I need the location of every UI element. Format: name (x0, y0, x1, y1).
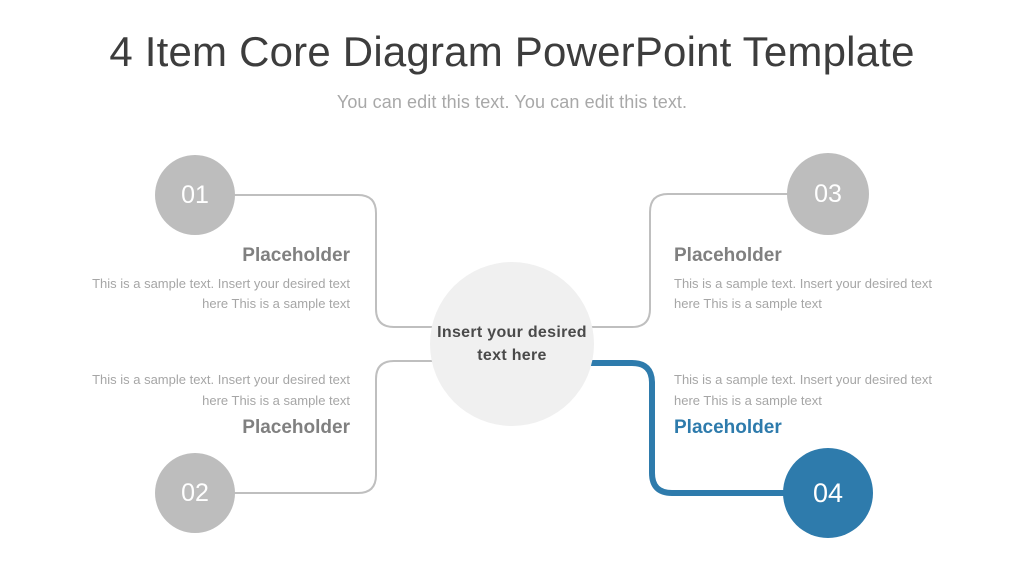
node-number-03: 03 (814, 179, 842, 208)
item-heading-03: Placeholder (674, 245, 782, 266)
item-body-04: This is a sample text. Insert your desir… (674, 372, 932, 408)
item-heading-01: Placeholder (242, 245, 350, 266)
item-body-03: This is a sample text. Insert your desir… (674, 275, 932, 312)
node-circle-04[interactable]: 04 (783, 448, 873, 538)
node-number-02: 02 (181, 478, 209, 507)
center-hub-label: Insert your desired text here (437, 323, 587, 364)
item-text-block-01: Placeholder This is a sample text. Inser… (80, 244, 350, 315)
node-circle-02[interactable]: 02 (155, 453, 235, 533)
node-circle-01[interactable]: 01 (155, 155, 235, 235)
page-subtitle: You can edit this text. You can edit thi… (336, 92, 688, 112)
item-body-01: This is a sample text. Insert your desir… (92, 275, 350, 312)
item-body-02: This is a sample text. Insert your desir… (92, 372, 350, 408)
connector-line-04-highlighted (585, 360, 789, 496)
node-number-01: 01 (181, 180, 209, 209)
item-text-block-02: This is a sample text. Insert your desir… (80, 370, 350, 441)
item-heading-02: Placeholder (242, 417, 350, 439)
node-number-04: 04 (812, 477, 844, 508)
item-text-block-03: Placeholder This is a sample text. Inser… (674, 244, 949, 315)
connector-line-01 (234, 194, 449, 328)
page-title: 4 Item Core Diagram PowerPoint Template (109, 28, 915, 75)
connector-line-02 (234, 360, 449, 494)
item-heading-04: Placeholder (674, 417, 782, 439)
item-text-block-04: This is a sample text. Insert your desir… (674, 370, 949, 441)
connector-line-03 (577, 193, 788, 328)
node-circle-03[interactable]: 03 (787, 153, 869, 235)
center-hub-circle[interactable]: Insert your desired text here (430, 262, 594, 426)
